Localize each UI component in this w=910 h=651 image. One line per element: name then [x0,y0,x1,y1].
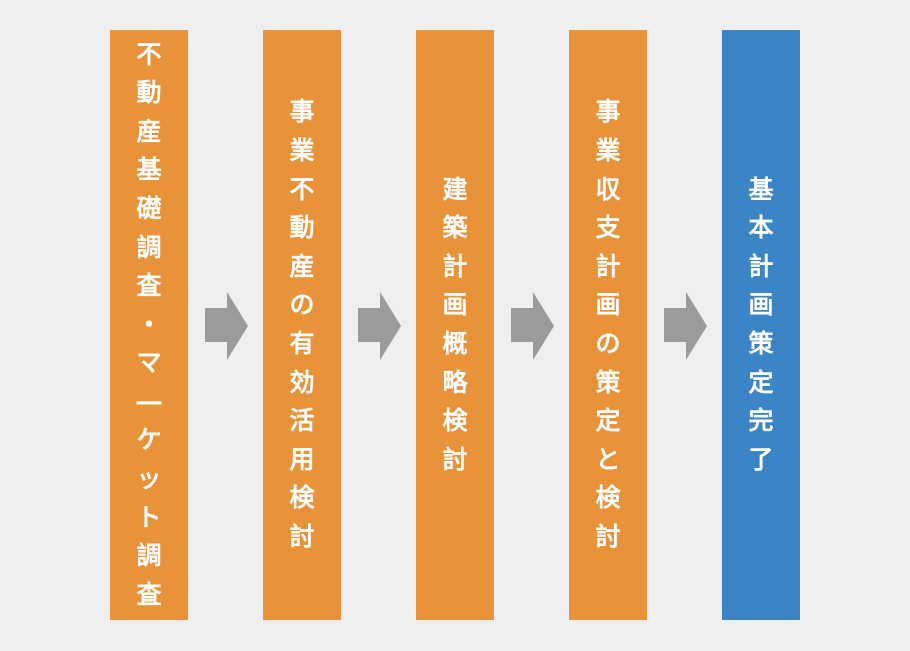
step-3-box: 建築計画概略検討 [416,30,494,620]
label-char: 画 [442,290,468,320]
label-char: 討 [289,521,315,551]
label-char: 事 [595,97,621,127]
label-char: 調 [136,232,162,262]
label-char: 定 [748,367,774,397]
label-char: 有 [289,329,315,358]
label-char: ッ [136,464,162,494]
label-char: 画 [595,290,621,320]
label-char: 策 [595,367,621,397]
label-char: ケ [136,425,162,455]
arrow-right-icon [511,292,554,360]
label-char: 概 [442,329,468,358]
step-5-box: 基本計画策定完了 [722,30,800,620]
label-char: 事 [289,97,315,127]
label-char: 産 [136,116,162,146]
label-char: 収 [595,174,621,204]
label-char: 支 [595,213,621,243]
label-char: 不 [136,39,162,69]
label-char: マ [136,348,162,378]
label-char: 基 [748,174,774,204]
label-char: 画 [748,290,774,320]
label-char: 効 [289,367,315,397]
label-char: 了 [748,444,774,474]
label-char: 調 [136,541,162,571]
step-2-box: 事業不動産の有効活用検討 [263,30,341,620]
label-char: と [595,444,621,474]
label-char: 業 [289,136,315,166]
label-char: 建 [442,174,468,204]
label-char: 討 [595,521,621,551]
label-char: 用 [289,444,315,474]
arrow-right-icon [358,292,401,360]
arrow-right-icon [205,292,248,360]
label-char: 検 [442,406,468,436]
label-char: 動 [136,78,162,108]
label-char: 完 [748,406,774,436]
label-char: 策 [748,329,774,358]
label-char: 本 [748,213,774,243]
step-5-label: 基本計画策定完了 [748,171,773,480]
label-char: の [289,290,315,320]
label-char: ト [136,502,162,532]
arrow-right-icon [664,292,707,360]
label-char: 定 [595,406,621,436]
label-char: 検 [595,483,621,513]
label-char: の [595,329,621,358]
label-char: 礎 [136,193,162,223]
label-char: 業 [595,136,621,166]
step-1-label: 不動産基礎調査・マ―ケット調査 [136,36,161,615]
label-char: 築 [442,213,468,243]
label-char: 略 [442,367,468,397]
label-char: 査 [136,579,162,609]
label-char: 産 [289,251,315,281]
label-char: 検 [289,483,315,513]
step-4-box: 事業収支計画の策定と検討 [569,30,647,620]
step-4-label: 事業収支計画の策定と検討 [595,93,620,556]
step-1-box: 不動産基礎調査・マ―ケット調査 [110,30,188,620]
step-2-label: 事業不動産の有効活用検討 [289,93,314,556]
label-char: 計 [595,251,621,281]
label-char: 動 [289,213,315,243]
label-char: 査 [136,271,162,301]
step-3-label: 建築計画概略検討 [442,171,467,480]
label-char: 計 [442,251,468,281]
label-char: 討 [442,444,468,474]
label-char: ― [136,386,162,416]
label-char: 計 [748,251,774,281]
label-char: 不 [289,174,315,204]
label-char: 活 [289,406,315,436]
label-char: ・ [136,309,162,339]
label-char: 基 [136,155,162,185]
